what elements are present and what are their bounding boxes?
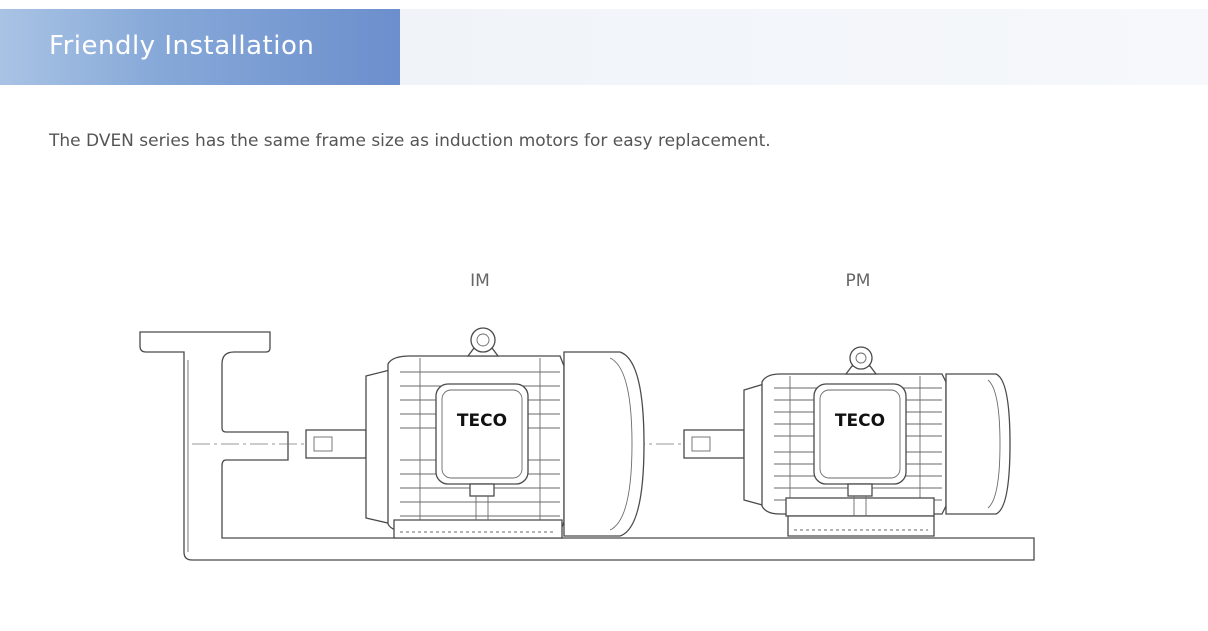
section-title: Friendly Installation	[49, 31, 315, 61]
pm-motor: TECO	[683, 346, 1011, 537]
motor-comparison-drawing: TECO	[130, 320, 1040, 570]
section-header-tab: Friendly Installation	[0, 9, 400, 85]
im-brand-logo: TECO	[457, 411, 507, 431]
motor-line-drawing: TECO	[139, 327, 1035, 561]
im-motor: TECO	[305, 327, 645, 539]
section-description: The DVEN series has the same frame size …	[49, 131, 771, 151]
pm-motor-label: PM	[845, 271, 871, 291]
im-motor-label: IM	[470, 271, 490, 291]
pm-brand-logo: TECO	[835, 411, 885, 431]
base-plate	[139, 331, 1035, 561]
section-header: Friendly Installation	[0, 9, 1208, 85]
